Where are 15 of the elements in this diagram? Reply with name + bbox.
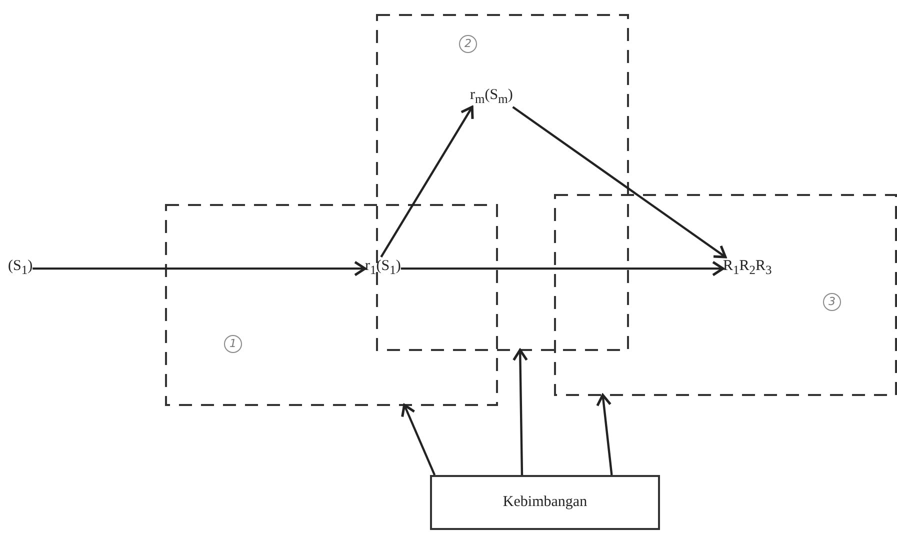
circled-number: 1 — [224, 335, 242, 353]
formula-label: r$_{m}$(S$_{m}$) — [470, 86, 513, 107]
arrow — [401, 404, 436, 476]
arrow — [512, 348, 528, 476]
arrow — [512, 106, 727, 258]
circled-number: 3 — [823, 293, 841, 311]
circled-number: 2 — [459, 35, 477, 53]
formula-label: R$_{1}$R$_{2}$R$_{3}$ — [723, 257, 772, 278]
arrow — [596, 394, 613, 476]
formula-label: r$_{1}$(S$_{1}$) — [365, 257, 401, 278]
arrow — [32, 260, 366, 276]
text-box: Kebimbangan — [430, 475, 660, 530]
arrow — [380, 106, 474, 258]
formula-label: (S$_{1}$) — [8, 257, 33, 278]
arrow — [400, 260, 724, 276]
